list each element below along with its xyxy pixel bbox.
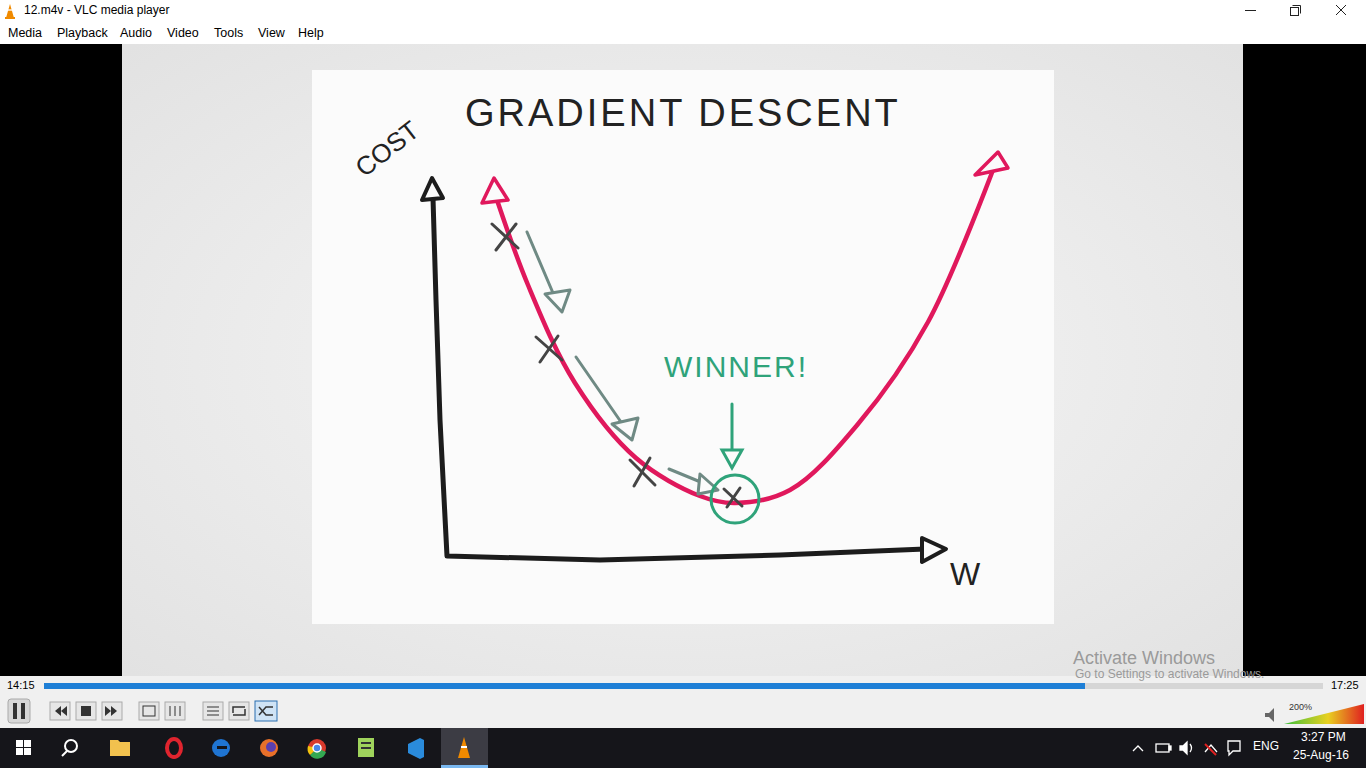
- watermark: Activate Windows: [1073, 648, 1215, 669]
- video-frame: [122, 44, 1243, 676]
- whiteboard: [312, 70, 1054, 624]
- seek-progress: [44, 683, 1085, 689]
- window-controls: [1245, 5, 1346, 16]
- diagram-title: GRADIENT DESCENT: [465, 92, 901, 136]
- vlc-icon: [5, 4, 15, 19]
- menu-item: Tools: [214, 26, 243, 40]
- control-bar: [0, 676, 1366, 728]
- active-task-bar: [441, 765, 488, 768]
- watermark: Go to Settings to activate Windows.: [1075, 668, 1264, 682]
- window-chrome: [0, 0, 1366, 44]
- menu-item: Audio: [120, 26, 152, 40]
- window-title: 12.m4v - VLC media player: [24, 4, 169, 18]
- clock-date: 25-Aug-16: [1293, 749, 1349, 763]
- taskbar: [0, 728, 1366, 768]
- tray-icons: [1133, 741, 1240, 755]
- language-indicator: ENG: [1253, 740, 1279, 754]
- menu-item: Video: [167, 26, 199, 40]
- player-buttons: [8, 699, 277, 723]
- seek-track: [44, 683, 1323, 689]
- volume-level: 200%: [1289, 702, 1312, 712]
- volume-control: [1265, 704, 1364, 724]
- menu-item: View: [258, 26, 285, 40]
- axes: [422, 178, 946, 562]
- elapsed-time: 14:15: [7, 679, 35, 692]
- menu-item: Help: [298, 26, 324, 40]
- winner-marker: [711, 404, 759, 523]
- video-area: [0, 44, 1366, 676]
- cost-curve: [493, 162, 996, 503]
- curve-arrowheads: [482, 152, 1008, 203]
- active-task: [441, 728, 488, 768]
- total-time: 17:25: [1331, 679, 1359, 692]
- menu-item: Playback: [57, 26, 108, 40]
- axis-label: W: [950, 556, 980, 593]
- winner-label: WINNER!: [664, 350, 808, 385]
- taskbar-icons: [16, 737, 470, 759]
- menu-item: Media: [8, 26, 42, 40]
- clock-time: 3:27 PM: [1301, 731, 1346, 745]
